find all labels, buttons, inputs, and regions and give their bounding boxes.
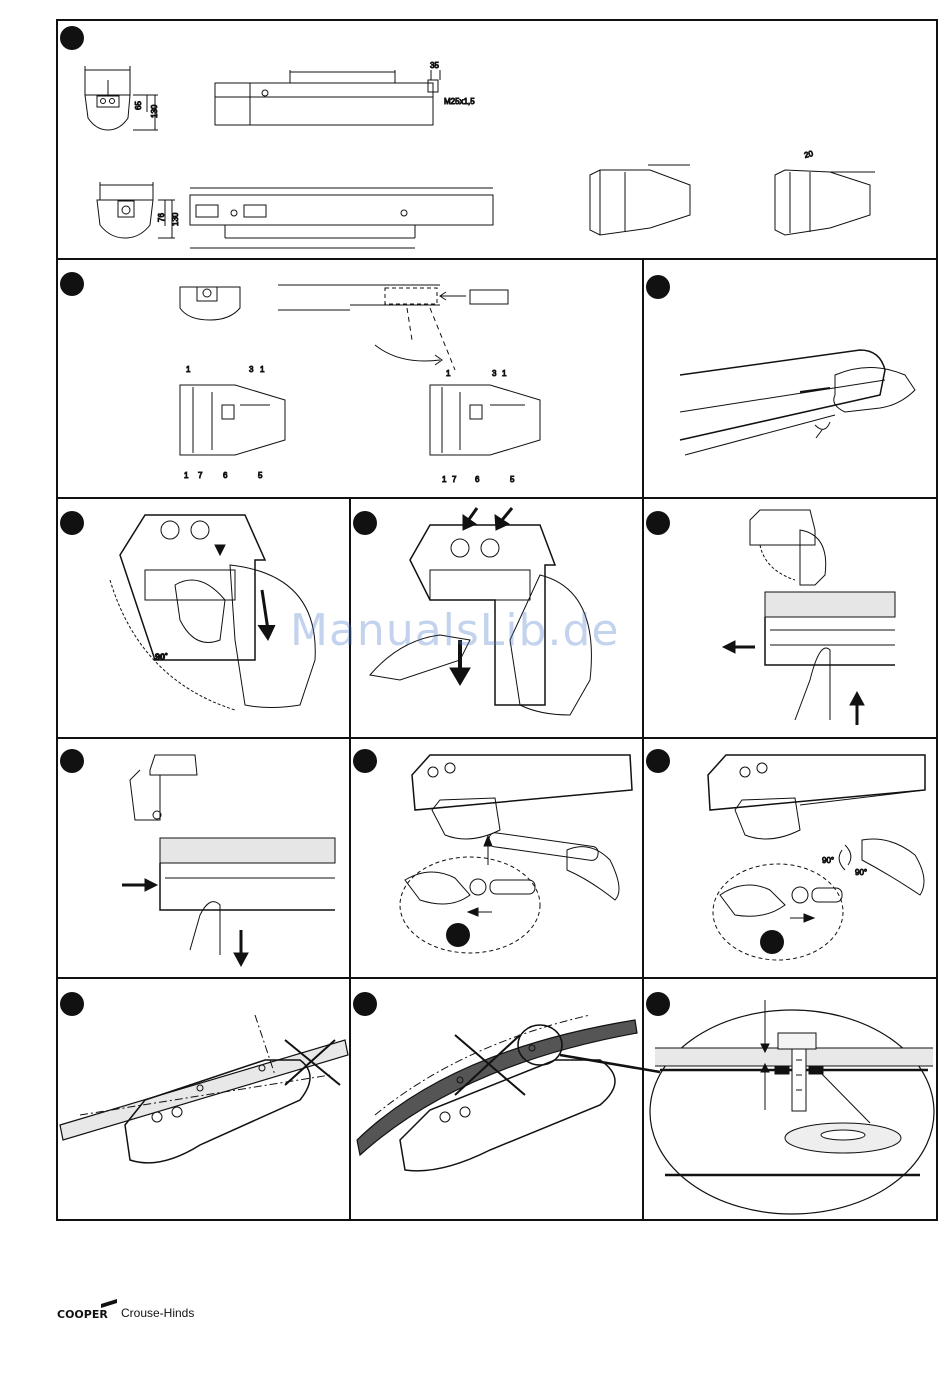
angle-label: 90° — [855, 868, 867, 877]
callout-5: 5 — [510, 475, 515, 484]
step-marker — [646, 275, 670, 299]
detail-view-drawing — [590, 170, 690, 235]
brand-logo: COOPER Crouse-Hinds — [57, 1298, 194, 1320]
cooper-logo: COOPER — [57, 1298, 117, 1320]
callout-1: 1 — [184, 471, 189, 480]
step-marker — [60, 511, 84, 535]
dim-76: 76 — [157, 213, 166, 222]
thread-label: M25x1,5 — [444, 97, 475, 106]
housing-small — [150, 755, 197, 775]
dim-65: 65 — [134, 101, 143, 110]
figure-insert-lamp — [400, 755, 632, 953]
luminaire-body — [680, 350, 885, 440]
callout-6: 6 — [223, 471, 228, 480]
sub-step-marker — [760, 930, 784, 954]
figure-cable-entry: 1 3 1 1 7 6 5 1 3 1 1 7 6 5 — [180, 285, 540, 484]
figure-flat-mounting — [60, 1015, 348, 1163]
conduit-pipe — [470, 290, 508, 304]
figure-insert-gear — [122, 755, 335, 966]
step-marker — [60, 272, 84, 296]
housing-small — [750, 510, 815, 545]
brand-name: Crouse-Hinds — [121, 1306, 194, 1320]
figure-remove-gear — [723, 510, 895, 725]
callout-1: 1 — [446, 369, 451, 378]
step-marker — [646, 749, 670, 773]
hand-drawing — [567, 847, 619, 900]
housing-drawing — [120, 515, 265, 660]
luminaire-body — [412, 755, 632, 810]
sub-step-marker — [446, 923, 470, 947]
bolt-head — [778, 1033, 816, 1049]
wiring-drawing — [430, 385, 540, 455]
callout-6: 6 — [475, 475, 480, 484]
figure-curved-mounting — [357, 1015, 660, 1171]
angle-label: 90˚ — [155, 652, 168, 662]
callout-7: 7 — [198, 471, 203, 480]
end-view-drawing — [180, 287, 240, 320]
gear-tray — [160, 838, 335, 863]
callout-1: 1 — [186, 365, 191, 374]
callout-1: 1 — [260, 365, 265, 374]
side-view-drawing — [215, 83, 433, 125]
brand-mark: COOPER — [57, 1308, 108, 1320]
luminaire-end — [400, 1060, 615, 1171]
step-marker — [60, 992, 84, 1016]
hand-drawing — [175, 580, 225, 643]
hand-drawing — [795, 648, 830, 720]
callout-5: 5 — [258, 471, 263, 480]
step-marker — [353, 511, 377, 535]
lampholder — [432, 798, 500, 839]
figure-dimensions: 65 130 35 M25x1,5 76 130 20 — [85, 61, 875, 248]
step-marker — [646, 992, 670, 1016]
step-marker — [353, 749, 377, 773]
watermark: ManualsLib.de — [290, 605, 619, 656]
hand-drawing — [720, 885, 785, 916]
dim-20: 20 — [803, 149, 814, 160]
figure-screwdriver — [680, 350, 915, 455]
callout-7: 7 — [452, 475, 457, 484]
end-view-drawing — [85, 95, 130, 130]
detail-view-drawing — [775, 170, 870, 235]
detail-circle — [400, 857, 540, 953]
hand-drawing — [862, 839, 924, 895]
callout-3: 3 — [492, 369, 497, 378]
dim-130: 130 — [171, 212, 180, 226]
gear-tray — [765, 592, 895, 617]
step-marker — [60, 749, 84, 773]
step-marker — [60, 26, 84, 50]
callout-1: 1 — [442, 475, 447, 484]
hand-drawing — [834, 368, 915, 413]
hand-drawing — [405, 872, 470, 904]
bolt-shank — [792, 1049, 806, 1111]
wiring-drawing — [180, 385, 285, 455]
conduit-dashed — [385, 288, 437, 304]
figure-open-cover: 90˚ — [110, 515, 315, 710]
figure-rotate-lamp: 90° 90° — [708, 755, 925, 960]
dim-130: 130 — [150, 104, 159, 118]
angle-label: 90° — [822, 856, 834, 865]
figure-bolt-detail — [650, 1000, 934, 1214]
dim-35: 35 — [430, 61, 439, 70]
step-marker — [353, 992, 377, 1016]
callout-3: 3 — [249, 365, 254, 374]
curved-bar — [357, 1020, 637, 1155]
step-marker — [646, 511, 670, 535]
callout-1: 1 — [502, 369, 507, 378]
